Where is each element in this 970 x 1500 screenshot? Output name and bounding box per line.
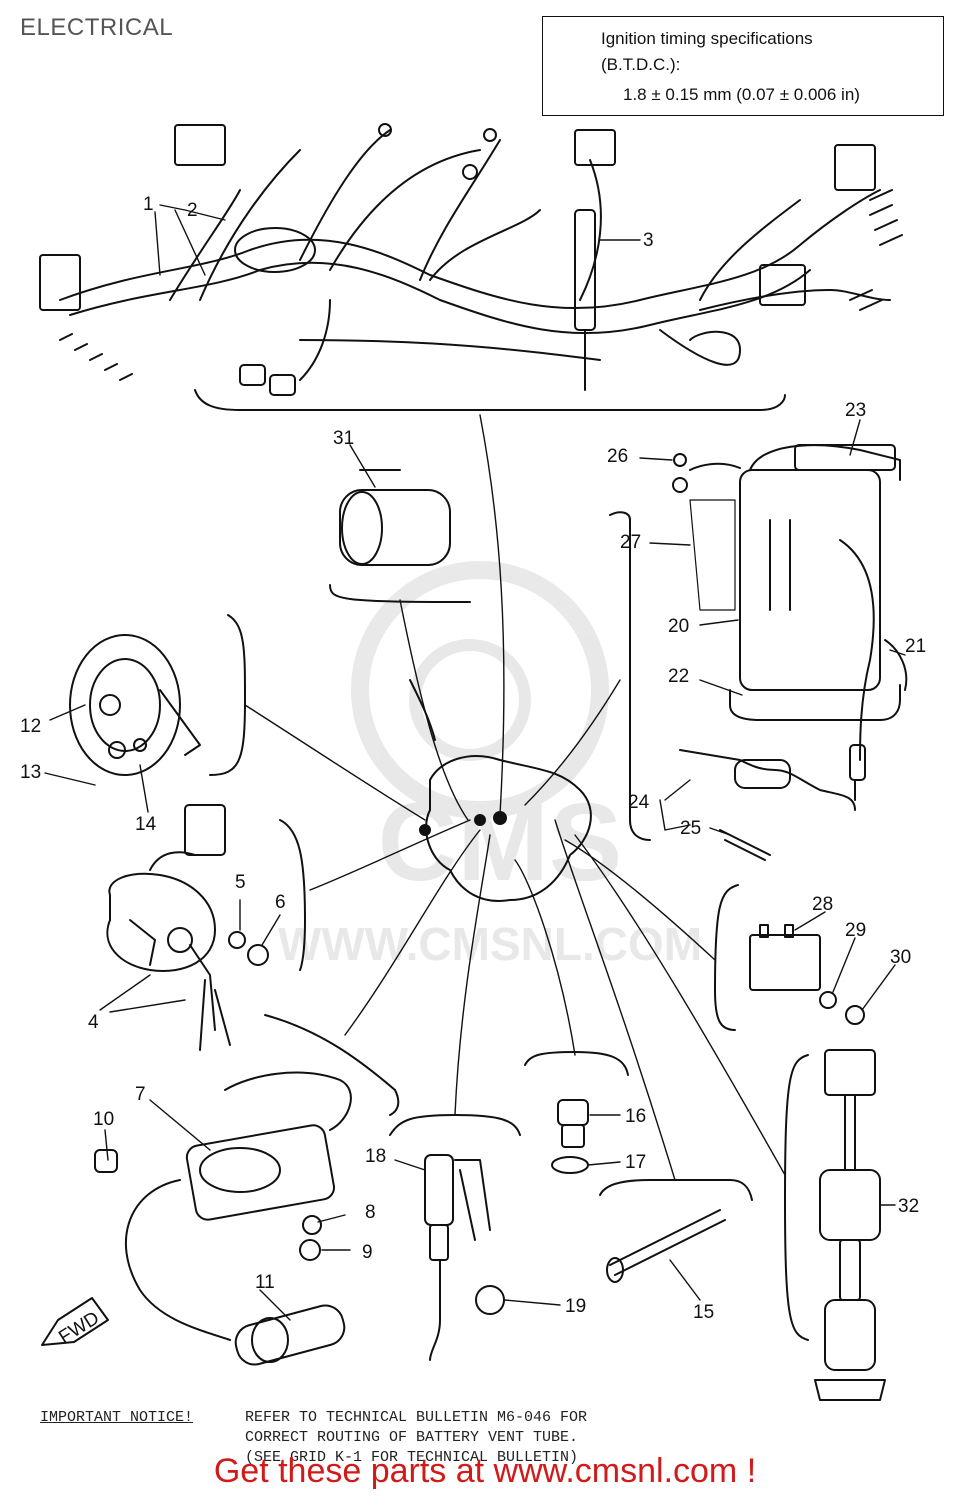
leader-lines: [244, 414, 786, 1181]
watermark-text: WWW.CMSNL.COM: [278, 918, 702, 970]
callout-12: 12: [20, 716, 41, 737]
callout-10: 10: [93, 1109, 114, 1130]
callout-23: 23: [845, 400, 866, 421]
spec-value: 1.8 ± 0.15 mm (0.07 ± 0.006 in): [623, 85, 860, 104]
spec-title: Ignition timing specifications: [601, 29, 813, 48]
notice-line-1: REFER TO TECHNICAL BULLETIN M6-046 FOR: [245, 1409, 588, 1426]
promo-link[interactable]: Get these parts at www.cmsnl.com !: [213, 1452, 757, 1490]
flasher-relay: [329, 469, 471, 603]
svg-text:CMS: CMS: [378, 781, 622, 904]
callout-5: 5: [235, 872, 246, 893]
ignition-coil: [94, 1014, 400, 1366]
callout-31: 31: [333, 428, 354, 449]
callout-6: 6: [275, 892, 286, 913]
callout-2: 2: [187, 200, 198, 221]
thermo-switch: [524, 1051, 629, 1174]
callout-11: 11: [255, 1272, 275, 1293]
ignition-spec-box: Ignition timing specifications (B.T.D.C.…: [542, 16, 944, 116]
callout-17: 17: [625, 1152, 646, 1173]
fwd-label: FWD: [55, 1308, 103, 1349]
callout-32: 32: [898, 1196, 919, 1217]
regulator: [714, 884, 865, 1031]
page-title: ELECTRICAL: [20, 14, 174, 41]
fwd-arrow: [41, 1297, 109, 1346]
callout-20: 20: [668, 616, 689, 637]
callout-18: 18: [365, 1146, 386, 1167]
callout-14: 14: [135, 814, 157, 835]
main-switch: [106, 804, 306, 1051]
callout-7: 7: [135, 1084, 146, 1105]
frame-outline: [409, 679, 592, 902]
callout-9: 9: [362, 1242, 373, 1263]
callout-13: 13: [20, 762, 41, 783]
notice-line-3: (SEE GRID K-1 FOR TECHNICAL BULLETIN): [245, 1449, 579, 1466]
wire-harness: [39, 123, 903, 411]
callout-24: 24: [628, 792, 650, 813]
callout-29: 29: [845, 920, 866, 941]
fuel-sender: [784, 1049, 886, 1401]
callout-leaders: [44, 204, 906, 1321]
callout-8: 8: [365, 1202, 376, 1223]
callout-19: 19: [565, 1296, 586, 1317]
watermark: CMS WWW.CMSNL.COM: [278, 561, 702, 970]
callout-1: 1: [143, 194, 154, 215]
callout-22: 22: [668, 666, 689, 687]
callout-21: 21: [905, 636, 926, 657]
battery: [609, 444, 908, 861]
notice-lead: IMPORTANT NOTICE!: [40, 1409, 194, 1426]
callout-27: 27: [620, 532, 641, 553]
callout-25: 25: [680, 818, 701, 839]
callout-16: 16: [625, 1106, 646, 1127]
notice-line-2: CORRECT ROUTING OF BATTERY VENT TUBE.: [245, 1429, 579, 1446]
callout-4: 4: [88, 1012, 99, 1033]
callout-30: 30: [890, 947, 911, 968]
callout-3: 3: [643, 230, 654, 251]
callout-26: 26: [607, 446, 628, 467]
callout-28: 28: [812, 894, 833, 915]
neutral-switch: [389, 1114, 521, 1361]
horn: [69, 614, 246, 776]
speedo-cable: [599, 1179, 753, 1283]
callout-15: 15: [693, 1302, 714, 1323]
spec-subtitle: (B.T.D.C.):: [601, 55, 681, 74]
